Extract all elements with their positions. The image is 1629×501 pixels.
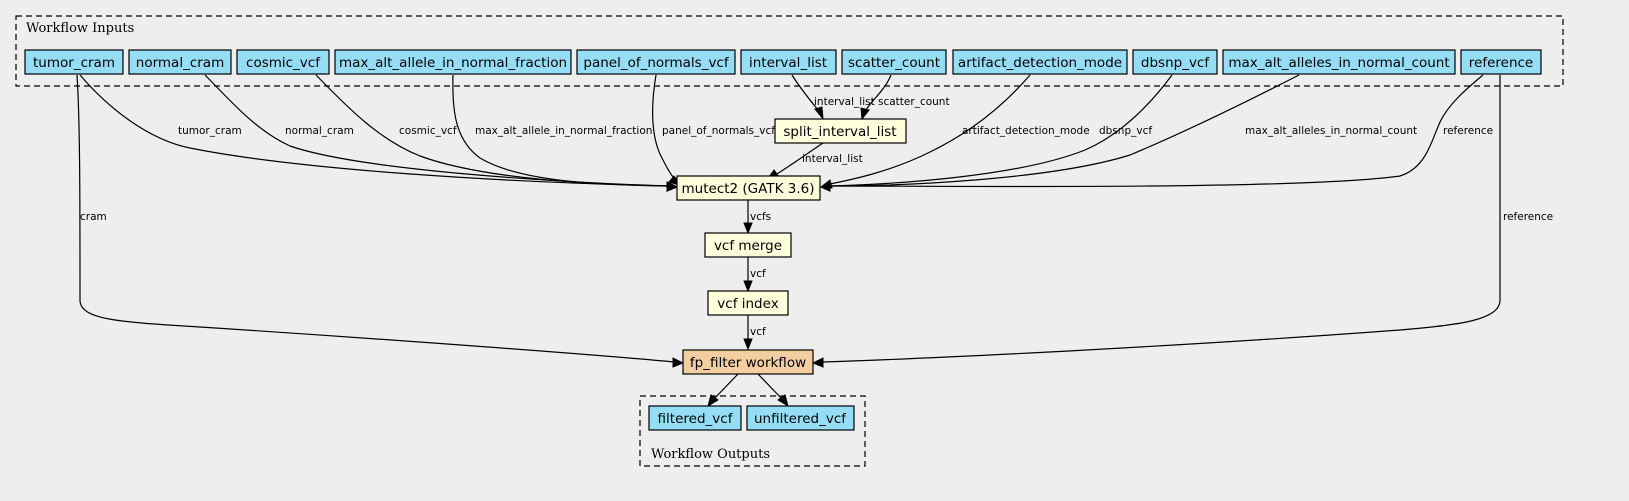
edge-fp-filter-to-unfiltered-vcf: [757, 373, 789, 408]
edge-label-cosmic-vcf: cosmic_vcf: [399, 125, 457, 137]
step-node-mutect2-box: [676, 175, 821, 201]
edge-vcf-merge-to-vcf-index: vcf: [743, 257, 766, 293]
input-node-artifact-detection-mode[interactable]: artifact_detection_mode: [952, 49, 1128, 75]
input-node-normal-cram-box: [128, 49, 232, 75]
step-node-mutect2-label: mutect2 (GATK 3.6): [682, 181, 815, 197]
edge-label-vcfs: vcfs: [750, 211, 771, 223]
edge-label-artifact-detection: artifact_detection_mode: [962, 125, 1090, 137]
input-node-panel-of-normals-vcf-label: panel_of_normals_vcf: [583, 55, 729, 71]
input-node-max-alt-allele-fraction-label: max_alt_allele_in_normal_fraction: [339, 55, 567, 71]
edge-panel-of-normals-to-mutect2: panel_of_normals_vcf: [652, 74, 775, 187]
step-node-vcf-merge[interactable]: vcf merge: [704, 232, 792, 258]
edge-label-panel-of-normals: panel_of_normals_vcf: [662, 125, 775, 137]
input-node-dbsnp-vcf-box: [1132, 49, 1218, 75]
step-node-vcf-index-box: [707, 290, 789, 316]
edge-reference-to-mutect2: reference: [819, 74, 1493, 192]
step-node-mutect2[interactable]: mutect2 (GATK 3.6): [676, 175, 821, 201]
input-node-reference-label: reference: [1469, 55, 1533, 71]
step-node-split-interval-list-label: split_interval_list: [783, 124, 896, 140]
input-node-tumor-cram-box: [24, 49, 124, 75]
input-node-panel-of-normals-vcf[interactable]: panel_of_normals_vcf: [576, 49, 736, 75]
input-node-cosmic-vcf-label: cosmic_vcf: [246, 55, 321, 71]
output-node-filtered-vcf-box: [648, 405, 742, 431]
subworkflow-node-fp-filter-box: [682, 349, 814, 375]
input-node-reference[interactable]: reference: [1460, 49, 1542, 75]
output-node-unfiltered-vcf-box: [746, 405, 855, 431]
edge-label-max-alt-alleles-count: max_alt_alleles_in_normal_count: [1245, 125, 1417, 137]
edge-fp-filter-to-filtered-vcf: [707, 373, 739, 408]
input-node-normal-cram-label: normal_cram: [136, 55, 224, 71]
output-node-filtered-vcf-label: filtered_vcf: [658, 411, 734, 427]
edge-label-interval-list: interval_list: [814, 96, 875, 108]
edge-label-cram: cram: [80, 211, 107, 223]
edge-scatter-count-to-split: scatter_count: [860, 74, 950, 121]
input-node-reference-box: [1460, 49, 1542, 75]
edge-mutect2-to-vcf-merge: vcfs: [743, 200, 771, 235]
step-node-vcf-merge-label: vcf merge: [714, 238, 782, 254]
input-node-panel-of-normals-vcf-box: [576, 49, 736, 75]
edge-label-reference-mutect: reference: [1443, 125, 1493, 137]
subworkflow-node-fp-filter[interactable]: fp_filter workflow: [682, 349, 814, 375]
input-node-max-alt-allele-fraction[interactable]: max_alt_allele_in_normal_fraction: [334, 49, 572, 75]
input-node-normal-cram[interactable]: normal_cram: [128, 49, 232, 75]
step-node-vcf-index-label: vcf index: [717, 296, 778, 312]
step-node-vcf-index[interactable]: vcf index: [707, 290, 789, 316]
edge-label-vcf-index: vcf: [750, 326, 766, 338]
edge-label-max-alt-allele-fraction: max_alt_allele_in_normal_fraction: [475, 125, 652, 137]
input-node-max-alt-allele-fraction-box: [334, 49, 572, 75]
workflow-outputs-title: Workflow Outputs: [651, 447, 770, 462]
workflow-inputs-title: Workflow Inputs: [26, 21, 134, 36]
edge-vcf-index-to-fp-filter: vcf: [743, 315, 766, 351]
input-node-max-alt-alleles-count[interactable]: max_alt_alleles_in_normal_count: [1222, 49, 1456, 75]
input-node-tumor-cram-label: tumor_cram: [33, 55, 115, 71]
input-node-artifact-detection-mode-box: [952, 49, 1128, 75]
subworkflow-node-fp-filter-label: fp_filter workflow: [690, 355, 806, 371]
edge-artifact-detection-to-mutect2: artifact_detection_mode: [819, 74, 1090, 189]
input-node-cosmic-vcf-box: [236, 49, 330, 75]
input-node-interval-list-box: [740, 49, 837, 75]
edge-label-dbsnp: dbsnp_vcf: [1099, 125, 1152, 137]
input-node-dbsnp-vcf[interactable]: dbsnp_vcf: [1132, 49, 1218, 75]
workflow-outputs-cluster: Workflow Outputs: [639, 395, 866, 467]
edge-tumor-cram-to-fp-filter: cram: [76, 74, 685, 368]
edge-label-tumor-cram: tumor_cram: [178, 125, 242, 137]
workflow-inputs-cluster: Workflow Inputs: [15, 15, 1564, 87]
step-node-split-interval-list-box: [774, 118, 907, 144]
input-node-tumor-cram[interactable]: tumor_cram: [24, 49, 124, 75]
step-node-split-interval-list[interactable]: split_interval_list: [774, 118, 907, 144]
input-node-cosmic-vcf[interactable]: cosmic_vcf: [236, 49, 330, 75]
output-node-unfiltered-vcf[interactable]: unfiltered_vcf: [746, 405, 855, 431]
input-node-dbsnp-vcf-label: dbsnp_vcf: [1141, 55, 1210, 71]
input-node-interval-list[interactable]: interval_list: [740, 49, 837, 75]
output-node-filtered-vcf[interactable]: filtered_vcf: [648, 405, 742, 431]
edge-reference-to-fp-filter: reference: [811, 75, 1553, 368]
input-node-scatter-count-label: scatter_count: [848, 55, 940, 71]
input-node-interval-list-label: interval_list: [749, 55, 827, 71]
edge-label-normal-cram: normal_cram: [285, 125, 354, 137]
input-node-scatter-count-box: [841, 49, 947, 75]
input-node-max-alt-alleles-count-label: max_alt_alleles_in_normal_count: [1228, 55, 1449, 71]
edge-label-reference-filter: reference: [1503, 211, 1553, 223]
edge-label-scatter-count: scatter_count: [878, 96, 950, 108]
edge-max-alt-allele-fraction-to-mutect2: max_alt_allele_in_normal_fraction: [452, 74, 679, 192]
edge-label-split-interval-list: interval_list: [802, 153, 863, 165]
edge-interval-list-to-split: interval_list: [791, 74, 875, 121]
input-node-artifact-detection-mode-label: artifact_detection_mode: [958, 55, 1122, 71]
edge-split-to-mutect2: interval_list: [765, 142, 863, 181]
input-node-scatter-count[interactable]: scatter_count: [841, 49, 947, 75]
step-node-vcf-merge-box: [704, 232, 792, 258]
output-node-unfiltered-vcf-label: unfiltered_vcf: [754, 411, 847, 427]
input-node-max-alt-alleles-count-box: [1222, 49, 1456, 75]
edge-label-vcf-merge: vcf: [750, 268, 766, 280]
